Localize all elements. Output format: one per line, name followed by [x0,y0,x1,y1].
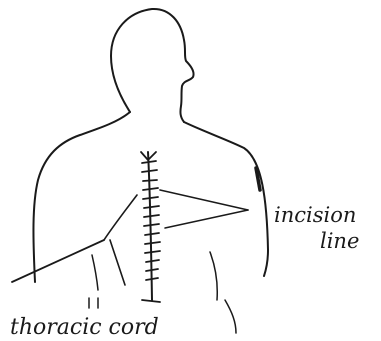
right-lower-contour [225,300,236,333]
head-outline [111,9,194,122]
label-line: line [320,229,359,253]
left-back-line [110,240,125,285]
long-diagonal-line [12,240,104,282]
label-thoracic-cord: thoracic cord [10,315,159,340]
label-incision: incision [274,203,356,227]
left-muscle-line [92,255,98,290]
pointer-line-upper [160,190,248,210]
right-back-line [210,252,217,300]
left-scapula-line [104,195,137,240]
pointer-line-lower [165,210,248,228]
